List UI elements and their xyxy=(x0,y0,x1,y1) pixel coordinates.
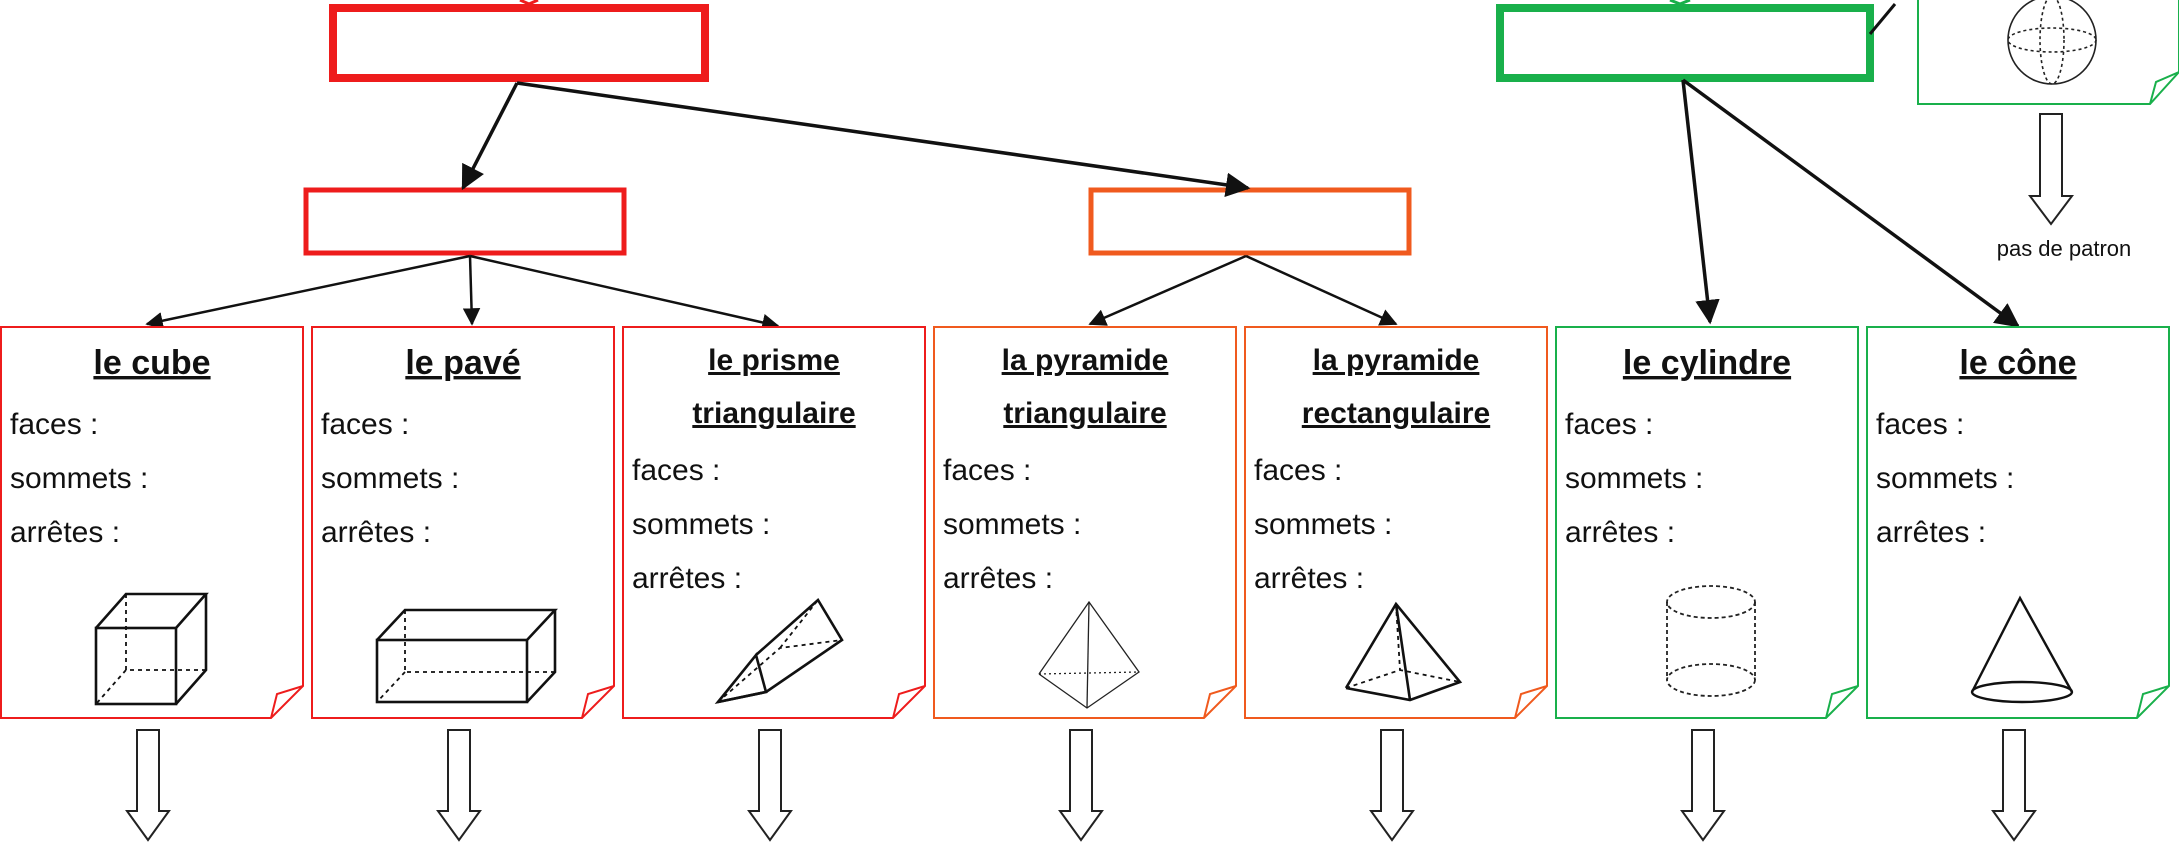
card-pyramide-tri: la pyramide triangulaire faces : sommets : a… xyxy=(933,326,1237,842)
rectangular-prism-icon xyxy=(375,608,558,704)
arrow-orange-sub-to-pyramide-rect xyxy=(1245,254,1398,326)
property-label-arretes: arrêtes : xyxy=(1876,516,1986,549)
card-cube: le cube faces : sommets : arrêtes : xyxy=(0,326,304,842)
arrow-green-top-to-cylindre xyxy=(1681,79,1720,325)
green-top-box-incoming-arrow xyxy=(1669,0,1691,6)
card-title-line: triangulaire xyxy=(1003,397,1166,430)
property-label-sommets: sommets : xyxy=(10,462,148,495)
red-top-box-incoming-arrow xyxy=(519,0,539,6)
orange-sub-box[interactable] xyxy=(1088,187,1412,256)
property-label-sommets: sommets : xyxy=(943,508,1081,541)
triangular-prism-icon xyxy=(714,597,844,705)
card-title-line: le cube xyxy=(93,344,210,382)
cube-icon xyxy=(94,592,209,706)
property-label-sommets: sommets : xyxy=(1254,508,1392,541)
card-frame xyxy=(311,326,615,719)
arrow-red-sub-to-cube xyxy=(145,254,471,330)
cards-layer: le cube faces : sommets : arrêtes : le pavé f… xyxy=(0,326,2170,842)
green-top-box[interactable] xyxy=(1496,4,1874,82)
hierarchy-arrows xyxy=(145,78,2020,332)
property-label-faces: faces : xyxy=(10,408,98,441)
card-title-line: le pavé xyxy=(405,344,520,382)
property-label-faces: faces : xyxy=(632,454,720,487)
square-pyramid-icon xyxy=(1344,601,1463,702)
arrow-orange-sub-to-pyramide-tri xyxy=(1088,254,1247,326)
page-curl-icon xyxy=(1203,685,1237,719)
down-arrow-icon xyxy=(125,729,171,842)
property-label-sommets: sommets : xyxy=(1565,462,1703,495)
page-curl-icon xyxy=(581,685,615,719)
green-to-sphere-connector xyxy=(1868,3,1897,35)
down-arrow-icon xyxy=(1058,729,1104,842)
property-label-faces: faces : xyxy=(1254,454,1342,487)
card-title-line: triangulaire xyxy=(692,397,855,430)
property-label-faces: faces : xyxy=(1876,408,1964,441)
card-title-line: le prisme xyxy=(708,344,840,377)
arrow-red-top-to-orange-sub xyxy=(516,81,1251,197)
card-frame xyxy=(1244,326,1548,719)
property-label-arretes: arrêtes : xyxy=(943,562,1053,595)
red-top-box[interactable] xyxy=(329,4,709,82)
property-label-faces: faces : xyxy=(943,454,1031,487)
page-curl-icon xyxy=(270,685,304,719)
card-prisme: le prisme triangulaire faces : sommets : arr… xyxy=(622,326,926,842)
card-title-line: la pyramide xyxy=(1002,344,1169,377)
page-curl-icon xyxy=(2136,685,2170,719)
cone-icon xyxy=(1970,595,2074,704)
arrow-red-sub-to-prisme xyxy=(469,254,780,332)
card-frame xyxy=(0,326,304,719)
down-arrow-icon xyxy=(1369,729,1415,842)
page-curl-icon xyxy=(892,685,926,719)
card-pave: le pavé faces : sommets : arrêtes : xyxy=(311,326,615,842)
arrow-green-top-to-cone xyxy=(1681,78,2020,328)
page-curl-icon xyxy=(1514,685,1548,719)
card-frame xyxy=(1866,326,2170,719)
property-label-sommets: sommets : xyxy=(632,508,770,541)
arrow-red-sub-to-pave xyxy=(462,255,481,326)
property-label-faces: faces : xyxy=(321,408,409,441)
property-label-arretes: arrêtes : xyxy=(1565,516,1675,549)
property-label-arretes: arrêtes : xyxy=(1254,562,1364,595)
card-pyramide-rect: la pyramide rectangulaire faces : sommets :… xyxy=(1244,326,1548,842)
card-title-line: rectangulaire xyxy=(1302,397,1490,430)
card-title-line: la pyramide xyxy=(1313,344,1480,377)
sphere-down-arrow xyxy=(2028,113,2074,226)
red-sub-box[interactable] xyxy=(303,187,627,256)
property-label-sommets: sommets : xyxy=(1876,462,2014,495)
property-label-sommets: sommets : xyxy=(321,462,459,495)
property-label-arretes: arrêtes : xyxy=(632,562,742,595)
arrow-red-top-to-red-sub xyxy=(461,82,519,191)
property-label-faces: faces : xyxy=(1565,408,1653,441)
sphere-icon xyxy=(2007,0,2097,85)
triangular-pyramid-icon xyxy=(1038,600,1140,709)
sphere-note: pas de patron xyxy=(1997,236,2132,261)
cylinder-icon xyxy=(1666,585,1756,697)
card-cylindre: le cylindre faces : sommets : arrêtes : xyxy=(1555,326,1859,842)
card-title-line: le cône xyxy=(1959,344,2076,382)
property-label-arretes: arrêtes : xyxy=(321,516,431,549)
card-frame xyxy=(933,326,1237,719)
down-arrow-icon xyxy=(1991,729,2037,842)
property-label-arretes: arrêtes : xyxy=(10,516,120,549)
down-arrow-icon xyxy=(1680,729,1726,842)
page-curl-icon xyxy=(1825,685,1859,719)
sphere-card xyxy=(1917,0,2179,105)
card-title-line: le cylindre xyxy=(1623,344,1791,382)
card-frame xyxy=(1555,326,1859,719)
down-arrow-icon xyxy=(436,729,482,842)
card-frame xyxy=(622,326,926,719)
card-cone: le cône faces : sommets : arrêtes : xyxy=(1866,326,2170,842)
down-arrow-icon xyxy=(747,729,793,842)
